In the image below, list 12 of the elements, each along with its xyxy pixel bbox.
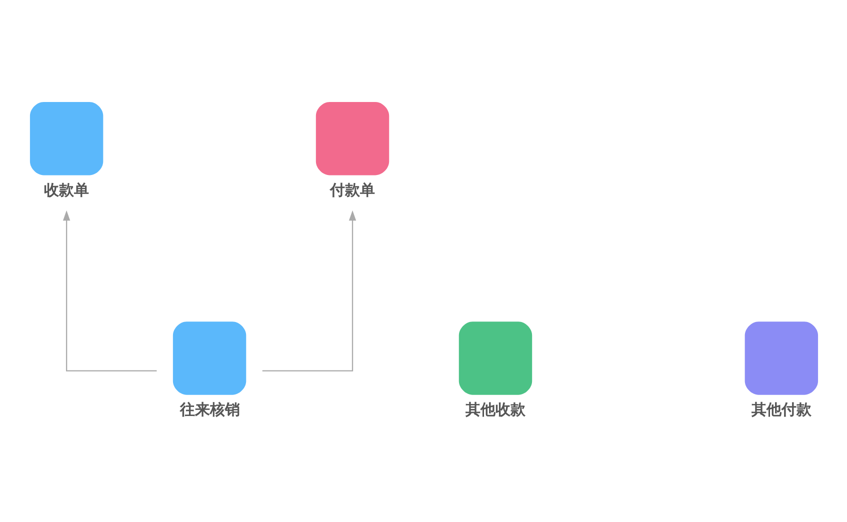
node-label: 收款单 <box>44 181 89 200</box>
node-label: 其他付款 <box>751 400 812 419</box>
arrow <box>62 210 156 372</box>
node-box <box>458 322 532 395</box>
node-label: 付款单 <box>330 181 375 200</box>
node-box <box>744 322 818 395</box>
node-label: 往来核销 <box>179 400 240 419</box>
node-box <box>315 102 389 176</box>
arrow <box>262 210 356 372</box>
node-box <box>172 322 246 395</box>
node-box <box>29 102 103 176</box>
node-label: 其他收款 <box>465 400 526 419</box>
